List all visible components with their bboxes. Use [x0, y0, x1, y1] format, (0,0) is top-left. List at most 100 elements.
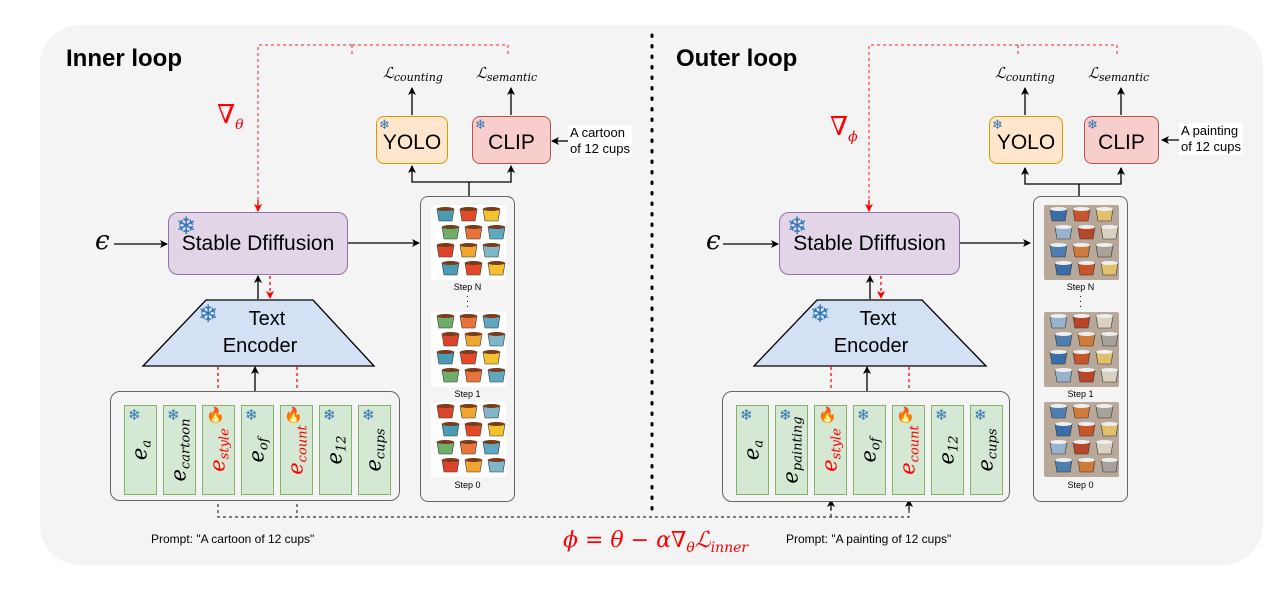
yolo-label: YOLO	[382, 131, 442, 154]
loss-symbol: ℒ	[1088, 64, 1099, 82]
outer-text-encoder-label: Text Encoder	[806, 306, 936, 360]
snowflake-icon: ❄	[974, 407, 987, 424]
outer-gradient-path	[868, 44, 1118, 211]
cup-rim	[1101, 225, 1118, 229]
text-encoder-line: Encoder	[833, 335, 909, 357]
formula-lhs: ϕ = θ − α∇	[563, 528, 687, 553]
cup-rim	[483, 243, 500, 247]
token-label: estyle	[817, 428, 844, 472]
generated-image-step-0	[431, 402, 506, 477]
loss-symbol: ℒ	[476, 64, 487, 82]
ellipsis-dots: ···	[465, 291, 470, 312]
cup-rim	[1050, 207, 1067, 211]
snowflake-icon: ❄	[128, 407, 141, 424]
snowflake-icon: ❄	[857, 407, 870, 424]
cup-rim	[483, 350, 500, 354]
token-label: ecups	[973, 428, 1000, 472]
cup-rim	[1073, 243, 1090, 247]
inner-text-encoder-label: Text Encoder	[195, 306, 325, 360]
snowflake-icon: ❄	[787, 212, 808, 240]
text-encoder-line: Encoder	[222, 335, 298, 357]
token-embedding-of: ❄eof	[241, 405, 274, 495]
cup-rim	[1055, 368, 1072, 372]
cup-rim	[488, 261, 505, 265]
generated-image-step-n	[431, 205, 506, 280]
token-embedding-cups: ❄ ecups	[970, 405, 1003, 495]
cup-rim	[1050, 440, 1067, 444]
cup-rim	[488, 368, 505, 372]
inner-clip-text-input: A cartoon of 12 cups	[568, 125, 632, 157]
cup-rim	[488, 458, 505, 462]
inner-text-encoder-shape	[141, 299, 376, 367]
formula-grad-sub: θ	[686, 540, 695, 556]
clip-label: CLIP	[488, 131, 535, 154]
stable-diffusion-label: Stable Dfiffusion	[181, 231, 335, 255]
text-encoder-line: Text	[248, 308, 286, 330]
outer-prompt: Prompt: "A painting of 12 cups"	[786, 532, 952, 546]
step-label: Step 0	[1067, 480, 1094, 490]
generated-image-step-0	[1044, 402, 1119, 477]
cup-rim	[1101, 368, 1118, 372]
cup-rim	[1096, 440, 1113, 444]
inner-clip-box: ❄ CLIP	[472, 116, 551, 164]
token-label: estyle	[205, 428, 232, 472]
nabla-symbol: ∇	[830, 112, 849, 142]
clip-input-line: A cartoon	[570, 125, 625, 140]
outer-stable-diffusion-box: ❄ Stable Dfiffusion	[779, 212, 960, 275]
loss-subscript: semantic	[486, 71, 538, 84]
token-label: ecartoon	[166, 418, 193, 482]
cup-rim	[488, 422, 505, 426]
token-embedding-style: 🔥estyle	[202, 405, 235, 495]
cup-rim	[460, 350, 477, 354]
snowflake-icon: ❄	[740, 407, 753, 424]
cup-rim	[1101, 261, 1118, 265]
cup-rim	[442, 422, 459, 426]
outer-text-encoder-shape	[752, 299, 988, 367]
token-embedding-a: ❄ea	[124, 405, 157, 495]
cup-rim	[1050, 243, 1067, 247]
formula-loss-sub: inner	[710, 540, 749, 556]
yolo-label: YOLO	[996, 131, 1056, 154]
loss-subscript: counting	[393, 71, 443, 84]
snowflake-icon: ❄	[362, 407, 375, 424]
gradient-subscript: ϕ	[848, 129, 858, 145]
cup-rim	[437, 207, 454, 211]
inner-token-embeddings: ❄ea❄ecartoon🔥estyle❄eof🔥ecount❄e12❄ecups	[110, 391, 400, 501]
inner-noise-symbol: ϵ	[95, 226, 110, 256]
cup-rim	[437, 350, 454, 354]
outer-gradient-label: ∇ϕ	[830, 112, 858, 145]
cup-rim	[1078, 332, 1095, 336]
cup-rim	[1096, 243, 1113, 247]
token-label: e12	[934, 435, 961, 465]
ellipsis-dots: ···	[1078, 291, 1083, 312]
cup-rim	[442, 225, 459, 229]
cup-rim	[1096, 404, 1113, 408]
inner-yolo-box: ❄ YOLO	[376, 116, 448, 164]
cup-rim	[1055, 332, 1072, 336]
outer-loop-title: Outer loop	[676, 45, 798, 72]
cup-rim	[483, 207, 500, 211]
cup-rim	[1101, 458, 1118, 462]
cup-rim	[460, 440, 477, 444]
clip-input-line: of 12 cups	[1181, 139, 1241, 154]
snowflake-icon: ❄	[810, 300, 831, 328]
fire-icon: 🔥	[284, 407, 303, 424]
cup-rim	[442, 261, 459, 265]
cup-rim	[437, 404, 454, 408]
outer-yolo-box: ❄ YOLO	[989, 116, 1063, 164]
token-label: eof	[244, 437, 271, 463]
outer-loss-counting: ℒcounting	[995, 64, 1055, 84]
cup-rim	[483, 404, 500, 408]
inner-gradient-label: ∇θ	[217, 100, 244, 133]
cup-rim	[1096, 350, 1113, 354]
token-embedding-of: ❄eof	[853, 405, 886, 495]
cup-rim	[460, 207, 477, 211]
cup-rim	[1078, 458, 1095, 462]
cup-rim	[460, 243, 477, 247]
token-embedding-cups: ❄ecups	[358, 405, 391, 495]
snowflake-icon: ❄	[779, 407, 792, 424]
outer-token-embeddings: ❄ea❄epainting🔥estyle❄eof🔥ecount❄e12❄ecup…	[722, 391, 1010, 502]
